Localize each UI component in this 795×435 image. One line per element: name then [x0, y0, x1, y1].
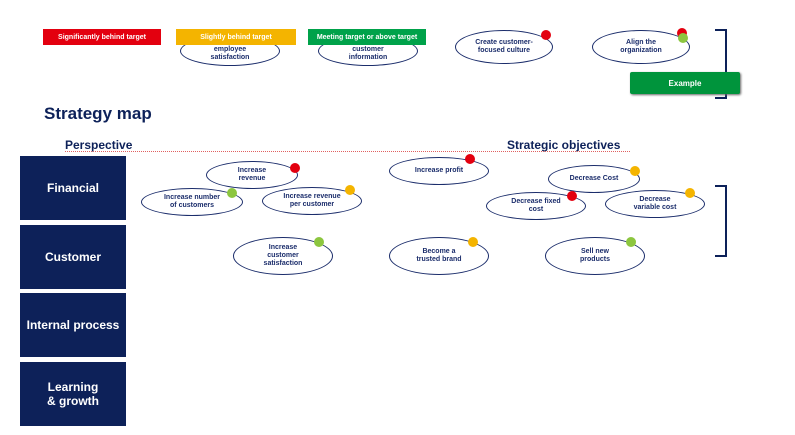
new-products-status-dot: [626, 237, 636, 247]
fixed-cost-line1: Decrease fixed: [511, 198, 561, 205]
objectives-header: Strategic objectives: [507, 138, 621, 152]
perspective-internal-label: Internal process: [26, 318, 120, 332]
variable-cost-line2: variable cost: [633, 204, 677, 211]
objective-sell-new-products[interactable]: Sell new products: [545, 237, 645, 275]
fixed-cost-status-dot: [567, 191, 577, 201]
top-oval-organization: Align the organization: [592, 30, 690, 64]
rev-per-customer-status-dot: [345, 185, 355, 195]
perspective-header: Perspective: [65, 138, 133, 152]
employee-line1: employee: [213, 46, 247, 53]
top-oval-culture: Create customer- focused culture: [455, 30, 553, 64]
cust-sat-line3: satisfaction: [263, 260, 303, 267]
objective-decrease-cost[interactable]: Decrease Cost: [548, 165, 640, 193]
increase-revenue-status-dot: [290, 163, 300, 173]
increase-profit-line1: Increase profit: [414, 167, 464, 174]
perspective-customer: Customer: [20, 225, 126, 289]
trusted-brand-status-dot: [468, 237, 478, 247]
organization-line1: Align the: [626, 39, 656, 46]
culture-line2: focused culture: [477, 47, 531, 54]
top-bracket: [715, 29, 727, 99]
trusted-brand-line1: Become a: [422, 248, 456, 255]
perspective-learning-growth: Learning & growth: [20, 362, 126, 426]
perspective-learning-label: Learning & growth: [47, 380, 99, 408]
objective-increase-revenue[interactable]: Increase revenue: [206, 161, 298, 189]
increase-customers-line1: Increase number: [163, 194, 221, 201]
cust-sat-line2: customer: [267, 252, 299, 259]
increase-profit-status-dot: [465, 154, 475, 164]
objective-increase-revenue-per-customer[interactable]: Increase revenue per customer: [262, 187, 362, 215]
increase-revenue-line2: revenue: [238, 175, 266, 182]
rev-per-customer-line2: per customer: [289, 201, 335, 208]
trusted-brand-line2: trusted brand: [416, 256, 462, 263]
customer-info-line1: customer: [352, 46, 384, 53]
fixed-cost-line2: cost: [528, 206, 544, 213]
rev-per-customer-line1: Increase revenue: [283, 193, 341, 200]
legend-meeting-target: Meeting target or above target: [308, 29, 426, 45]
increase-customers-line2: of customers: [170, 202, 214, 209]
organization-line2: organization: [620, 47, 662, 54]
variable-cost-line1: Decrease: [639, 196, 671, 203]
example-button[interactable]: Example: [630, 72, 740, 94]
decrease-cost-status-dot: [630, 166, 640, 176]
decrease-cost-line1: Decrease Cost: [569, 175, 619, 182]
customer-info-line2: information: [348, 54, 388, 61]
page-title: Strategy map: [44, 104, 152, 123]
legend-yellow-label: Slightly behind target: [200, 33, 272, 41]
cust-sat-line1: Increase: [268, 244, 298, 251]
legend-significantly-behind: Significantly behind target: [43, 29, 161, 45]
variable-cost-status-dot: [685, 188, 695, 198]
customer-satisfaction-status-dot: [314, 237, 324, 247]
increase-customers-status-dot: [227, 188, 237, 198]
culture-line1: Create customer-: [475, 39, 533, 46]
legend-green-label: Meeting target or above target: [316, 33, 418, 41]
new-products-line1: Sell new: [580, 248, 609, 255]
example-button-label: Example: [668, 78, 702, 88]
increase-revenue-line1: Increase: [237, 167, 267, 174]
legend-red-label: Significantly behind target: [58, 33, 146, 41]
perspective-financial-label: Financial: [46, 181, 99, 195]
new-products-line2: products: [580, 256, 610, 263]
header-divider: [65, 151, 630, 152]
perspective-internal-process: Internal process: [20, 293, 126, 357]
right-bracket: [715, 185, 727, 257]
perspective-financial: Financial: [20, 156, 126, 220]
culture-status-dot: [541, 30, 551, 40]
organization-status-dot-green: [678, 33, 688, 43]
employee-line2: satisfaction: [210, 54, 250, 61]
perspective-customer-label: Customer: [44, 250, 101, 264]
objective-increase-customers[interactable]: Increase number of customers: [141, 188, 243, 216]
legend-slightly-behind: Slightly behind target: [176, 29, 296, 45]
